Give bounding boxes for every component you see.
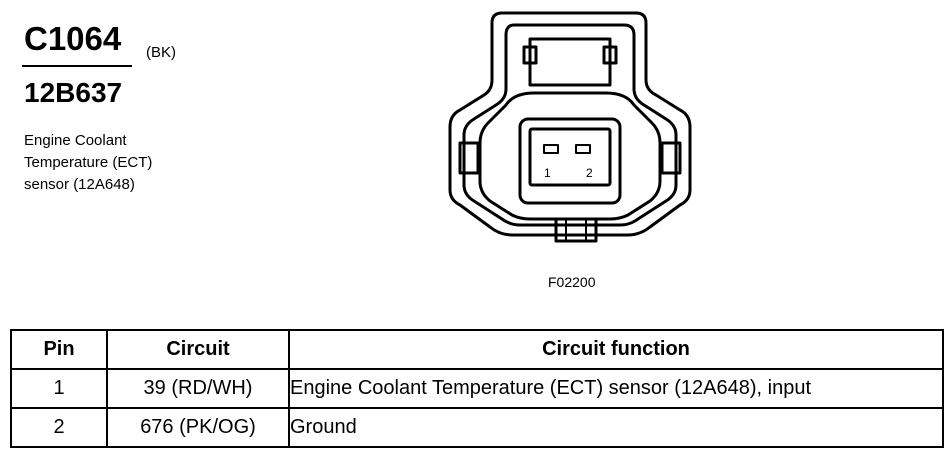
circuit-cell: 39 (RD/WH) (106, 368, 290, 409)
connector-id: C1064 (24, 20, 122, 57)
pin-table: Pin Circuit Circuit function 1 39 (RD/WH… (10, 329, 944, 448)
description-line: sensor (12A648) (24, 176, 135, 193)
circuit-function-cell: Ground (288, 407, 944, 448)
pin-2-label: 2 (586, 166, 593, 180)
pin-cell: 1 (10, 368, 108, 409)
header-circuit: Circuit (106, 329, 290, 370)
header-pin: Pin (10, 329, 108, 370)
pin-1-terminal (543, 144, 559, 154)
connector-id-underline (22, 65, 132, 67)
header-circuit-function: Circuit function (288, 329, 944, 370)
connector-color-code: (BK) (146, 44, 176, 61)
terminal-cavity (518, 117, 622, 205)
table-row: 2 676 (PK/OG) Ground (10, 407, 944, 448)
connector-part-number: 12B637 (24, 77, 123, 108)
connector-description: Engine Coolant Temperature (ECT) sensor … (24, 130, 152, 196)
connector-seal (478, 91, 662, 221)
table-header-row: Pin Circuit Circuit function (10, 329, 944, 370)
connector-outer-housing (448, 11, 692, 237)
pin-cell: 2 (10, 407, 108, 448)
table-row: 1 39 (RD/WH) Engine Coolant Temperature … (10, 368, 944, 409)
description-line: Engine Coolant (24, 132, 127, 149)
circuit-function-cell: Engine Coolant Temperature (ECT) sensor … (288, 368, 944, 409)
connector-latch (528, 37, 612, 87)
connector-inner-housing (462, 23, 678, 227)
pin-1-label: 1 (544, 166, 551, 180)
description-line: Temperature (ECT) (24, 154, 153, 171)
figure-code: F02200 (548, 274, 596, 290)
connector-key (554, 219, 598, 243)
connector-face-drawing: 1 2 (448, 11, 692, 243)
pin-2-terminal (575, 144, 591, 154)
circuit-cell: 676 (PK/OG) (106, 407, 290, 448)
